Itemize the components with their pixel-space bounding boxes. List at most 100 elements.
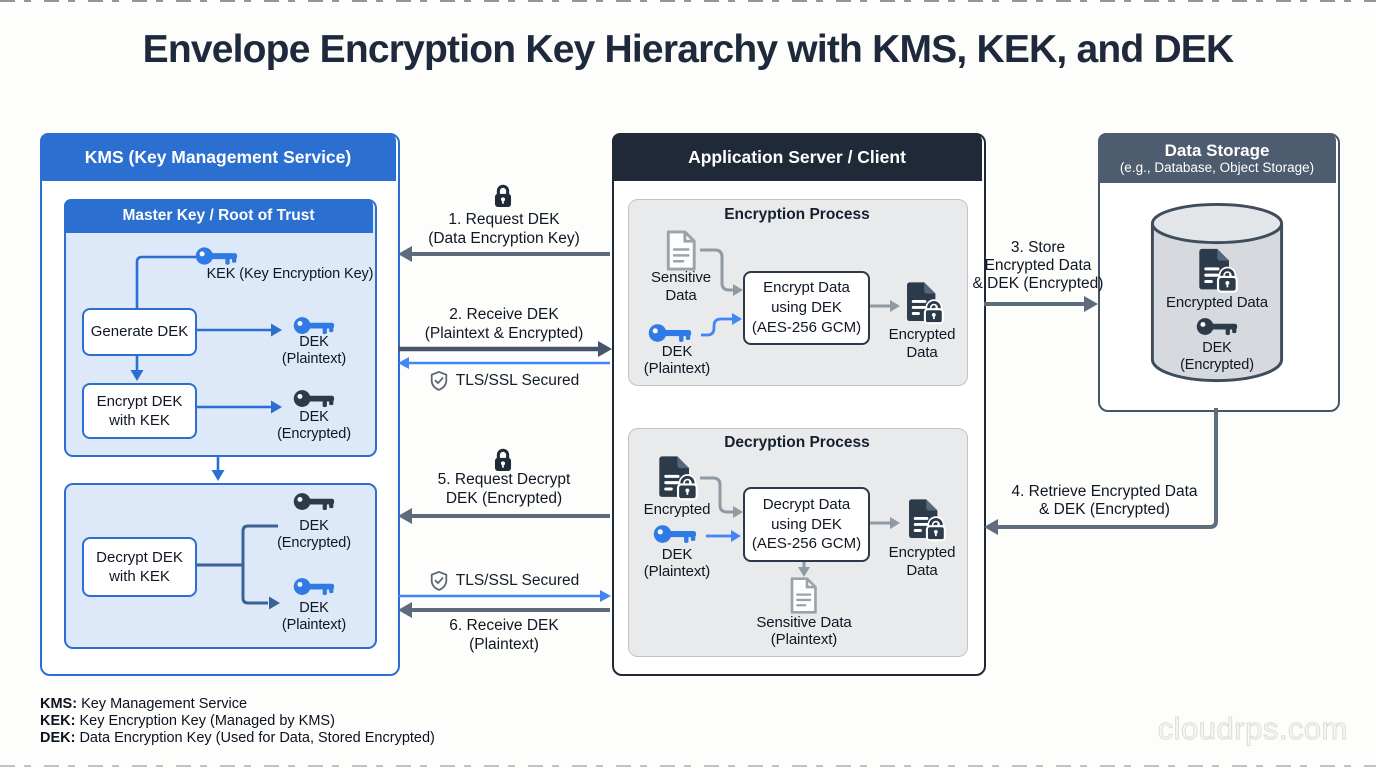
dek-label: DEK [299, 409, 329, 425]
watermark: cloudrps.com [1157, 711, 1348, 747]
plaintext-label: (Plaintext) [643, 563, 711, 580]
encrypted-data-doc-lock-icon [903, 498, 946, 542]
kek-key-icon [195, 245, 238, 268]
encrypted-doc-lock-icon [653, 455, 698, 501]
dek-plaintext-key-icon [648, 322, 692, 345]
tls-label: TLS/SSL Secured [455, 372, 580, 389]
kek-label: KEK (Key Encryption Key) [206, 266, 374, 282]
legend-kek-text: Key Encryption Key (Managed by KMS) [79, 713, 335, 729]
encrypted-data-line2: Data [906, 344, 938, 361]
app-server-header-label: Application Server / Client [688, 146, 906, 167]
decrypt-data-line3: (AES-256 GCM) [751, 535, 862, 553]
dek-encrypted-key-icon [1196, 316, 1238, 338]
dek-label: DEK [661, 343, 693, 360]
sensitive-data-line2: Data [665, 287, 697, 304]
encrypted-label: (Encrypted) [1180, 357, 1254, 373]
lock-icon [492, 447, 514, 473]
encrypt-dek-line1: Encrypt DEK [96, 392, 183, 410]
dek-label: DEK [1202, 340, 1232, 356]
dek-label: DEK [661, 546, 693, 563]
encrypt-data-line1: Encrypt Data [763, 279, 850, 297]
encrypted-label: (Encrypted) [277, 535, 351, 551]
lock-icon [492, 183, 514, 209]
sensitive-data-doc-icon [787, 576, 820, 615]
plaintext-label: (Plaintext) [281, 617, 347, 633]
legend-kek: KEK:Key Encryption Key (Managed by KMS) [40, 713, 435, 730]
encrypt-data-line3: (AES-256 GCM) [751, 318, 862, 336]
kms-header-label: KMS (Key Management Service) [84, 146, 352, 167]
tls-secured-row: TLS/SSL Secured [398, 370, 610, 392]
top-edge-noise [0, 0, 1376, 2]
sensitive-plain-line1: Sensitive Data [756, 614, 852, 631]
dek-encrypted-key-icon [293, 491, 335, 513]
step6-line1: 6. Receive DEK [449, 617, 559, 634]
sensitive-data-line1: Sensitive [651, 269, 711, 286]
decrypt-data-line2: using DEK [771, 515, 842, 533]
legend-dek-text: Data Encryption Key (Used for Data, Stor… [79, 730, 435, 746]
master-key-header-label: Master Key / Root of Trust [122, 207, 315, 224]
page-title: Envelope Encryption Key Hierarchy with K… [142, 28, 1235, 71]
legend-kms-text: Key Management Service [81, 696, 248, 712]
dek-plaintext-key-icon [653, 523, 697, 546]
encrypted-data-line2: Data [906, 562, 938, 579]
dek-label: DEK [299, 334, 329, 350]
kms-header: KMS (Key Management Service) [40, 133, 396, 181]
decrypt-data-box: Decrypt Data using DEK (AES-256 GCM) [743, 487, 870, 562]
sensitive-data-doc-icon [663, 229, 699, 272]
step4-line1: 4. Retrieve Encrypted Data [1011, 483, 1198, 500]
bottom-edge-noise [0, 765, 1376, 767]
master-key-header: Master Key / Root of Trust [64, 199, 373, 233]
legend-kms: KMS:Key Management Service [40, 696, 435, 713]
plaintext-label: (Plaintext) [643, 360, 711, 377]
step6-line2: (Plaintext) [469, 636, 539, 653]
encrypted-data-line1: Encrypted [888, 544, 956, 561]
step2-line2: (Plaintext & Encrypted) [424, 325, 584, 342]
step4-line2: & DEK (Encrypted) [1039, 501, 1170, 518]
dek-label: DEK [299, 600, 329, 616]
dek-plaintext-key-icon [293, 576, 335, 598]
legend-dek-abbr: DEK: [40, 730, 76, 746]
encrypted-data-line1: Encrypted [888, 326, 956, 343]
decryption-process-title: Decryption Process [724, 434, 870, 451]
legend-kms-abbr: KMS: [40, 696, 78, 712]
decrypt-dek-line2: with KEK [109, 568, 170, 585]
encrypted-data-doc-lock-icon [1193, 247, 1238, 294]
tls-secured-row: TLS/SSL Secured [398, 570, 610, 592]
data-storage-header-label: Data Storage [1164, 140, 1270, 160]
step3-line3: & DEK (Encrypted) [972, 275, 1104, 292]
generate-dek-label: Generate DEK [90, 323, 189, 341]
tls-label: TLS/SSL Secured [455, 572, 580, 589]
shield-check-icon [429, 570, 449, 592]
encrypted-data-label: Encrypted Data [1166, 294, 1268, 311]
dek-encrypted-key-icon [293, 388, 335, 410]
sensitive-plain-line2: (Plaintext) [770, 631, 838, 648]
app-server-header: Application Server / Client [612, 133, 982, 181]
encrypted-label: Encrypted [643, 501, 711, 518]
encrypt-dek-box: Encrypt DEK with KEK [82, 383, 197, 439]
encrypt-data-line2: using DEK [771, 299, 842, 317]
legend: KMS:Key Management Service KEK:Key Encry… [40, 696, 435, 747]
encryption-process-title: Encryption Process [724, 206, 870, 223]
decrypt-data-line1: Decrypt Data [762, 495, 851, 513]
plaintext-label: (Plaintext) [281, 351, 347, 367]
dek-label: DEK [299, 518, 329, 534]
step3-line2: Encrypted Data [984, 257, 1092, 274]
encrypt-data-box: Encrypt Data using DEK (AES-256 GCM) [743, 271, 870, 345]
legend-kek-abbr: KEK: [40, 713, 76, 729]
step1-line2: (Data Encryption Key) [428, 230, 580, 247]
step1-line1: 1. Request DEK [448, 211, 560, 228]
decrypt-dek-box: Decrypt DEK with KEK [82, 537, 197, 597]
decrypt-dek-line1: Decrypt DEK [96, 548, 183, 566]
step5-line1: 5. Request Decrypt [437, 471, 571, 488]
step2-line1: 2. Receive DEK [449, 306, 559, 323]
generate-dek-box: Generate DEK [82, 308, 197, 356]
encrypt-dek-line2: with KEK [109, 412, 170, 429]
data-storage-subheader: (e.g., Database, Object Storage) [1119, 159, 1315, 175]
legend-dek: DEK:Data Encryption Key (Used for Data, … [40, 730, 435, 747]
shield-check-icon [429, 370, 449, 392]
step3-line1: 3. Store [1010, 239, 1066, 256]
data-storage-header: Data Storage (e.g., Database, Object Sto… [1098, 133, 1336, 183]
encrypted-data-doc-lock-icon [901, 281, 944, 325]
step5-line2: DEK (Encrypted) [445, 490, 563, 507]
